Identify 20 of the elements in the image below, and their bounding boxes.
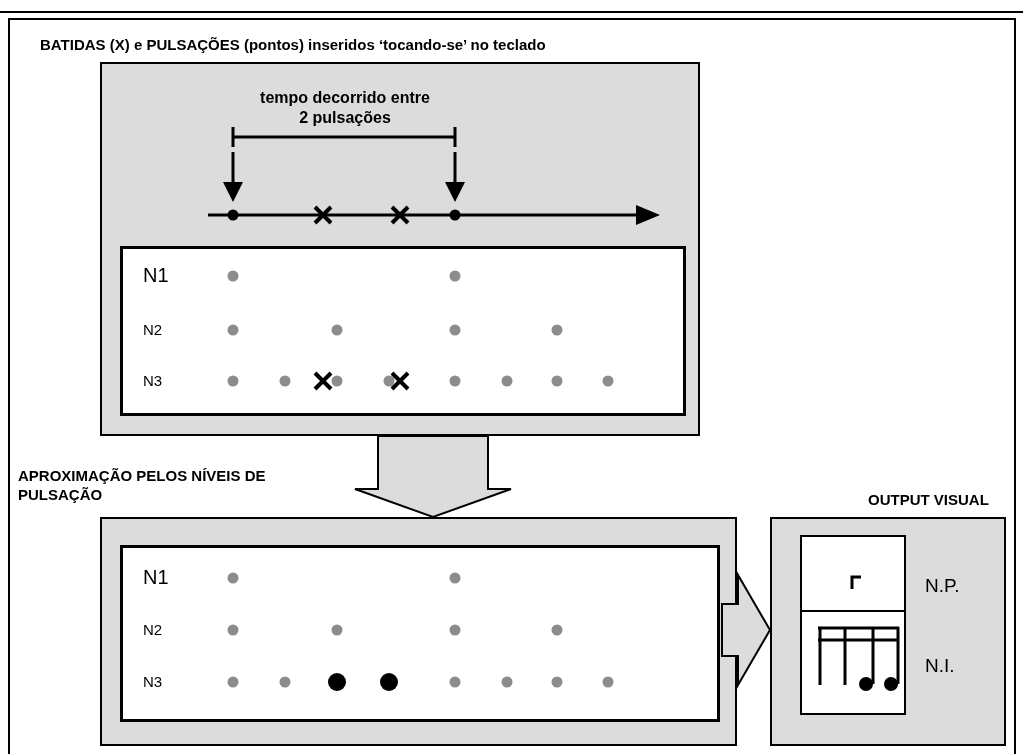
pulse-level-grid xyxy=(120,246,686,416)
block-arrow xyxy=(721,571,772,689)
level-label: N1 xyxy=(143,264,169,287)
dimension-label: tempo decorrido entre 2 pulsações xyxy=(259,88,431,128)
diagram-frame xyxy=(8,18,1016,754)
panel-heading: OUTPUT VISUAL xyxy=(868,491,989,508)
block-arrow xyxy=(354,435,512,519)
level-label: N3 xyxy=(143,673,163,690)
panel-heading: APROXIMAÇÃO PELOS NÍVEIS DE PULSAÇÃO xyxy=(18,466,267,504)
level-label: N2 xyxy=(143,621,163,638)
input-panel xyxy=(100,62,700,436)
panel-heading: BATIDAS (X) e PULSAÇÕES (pontos) inseridos ‘tocando-se’ no teclado xyxy=(40,36,546,53)
level-label: N3 xyxy=(143,372,163,389)
notation-label: N.I. xyxy=(925,655,955,677)
rhythm-notation-box xyxy=(800,610,906,715)
pulse-level-grid xyxy=(120,545,720,722)
level-label: N2 xyxy=(143,321,163,338)
level-label: N1 xyxy=(143,566,169,589)
pulse-notation-box xyxy=(800,535,906,612)
notation-label: N.P. xyxy=(925,575,960,597)
